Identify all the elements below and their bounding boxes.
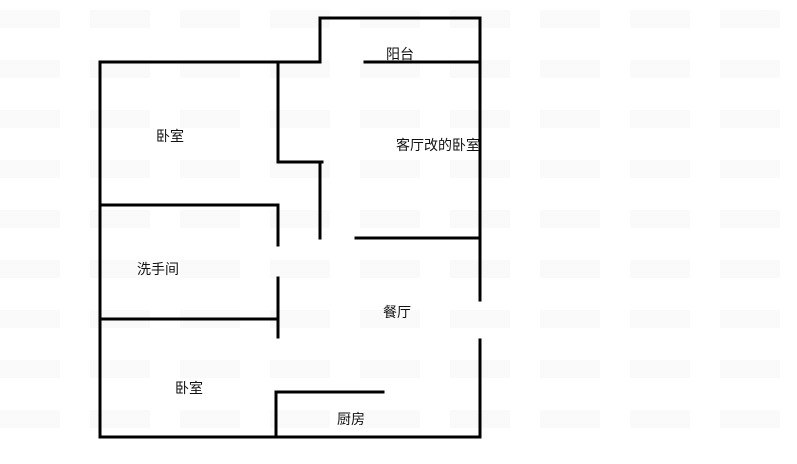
room-label-kitchen: 厨房 bbox=[337, 412, 365, 428]
room-label-dining: 餐厅 bbox=[383, 305, 411, 321]
room-label-bathroom: 洗手间 bbox=[137, 262, 179, 278]
room-label-living-converted: 客厅改的卧室 bbox=[396, 138, 480, 154]
room-label-bedroom-top: 卧室 bbox=[156, 129, 184, 145]
room-label-bedroom-bottom: 卧室 bbox=[175, 381, 203, 397]
room-label-balcony: 阳台 bbox=[386, 47, 414, 63]
walls bbox=[98, 16, 482, 439]
